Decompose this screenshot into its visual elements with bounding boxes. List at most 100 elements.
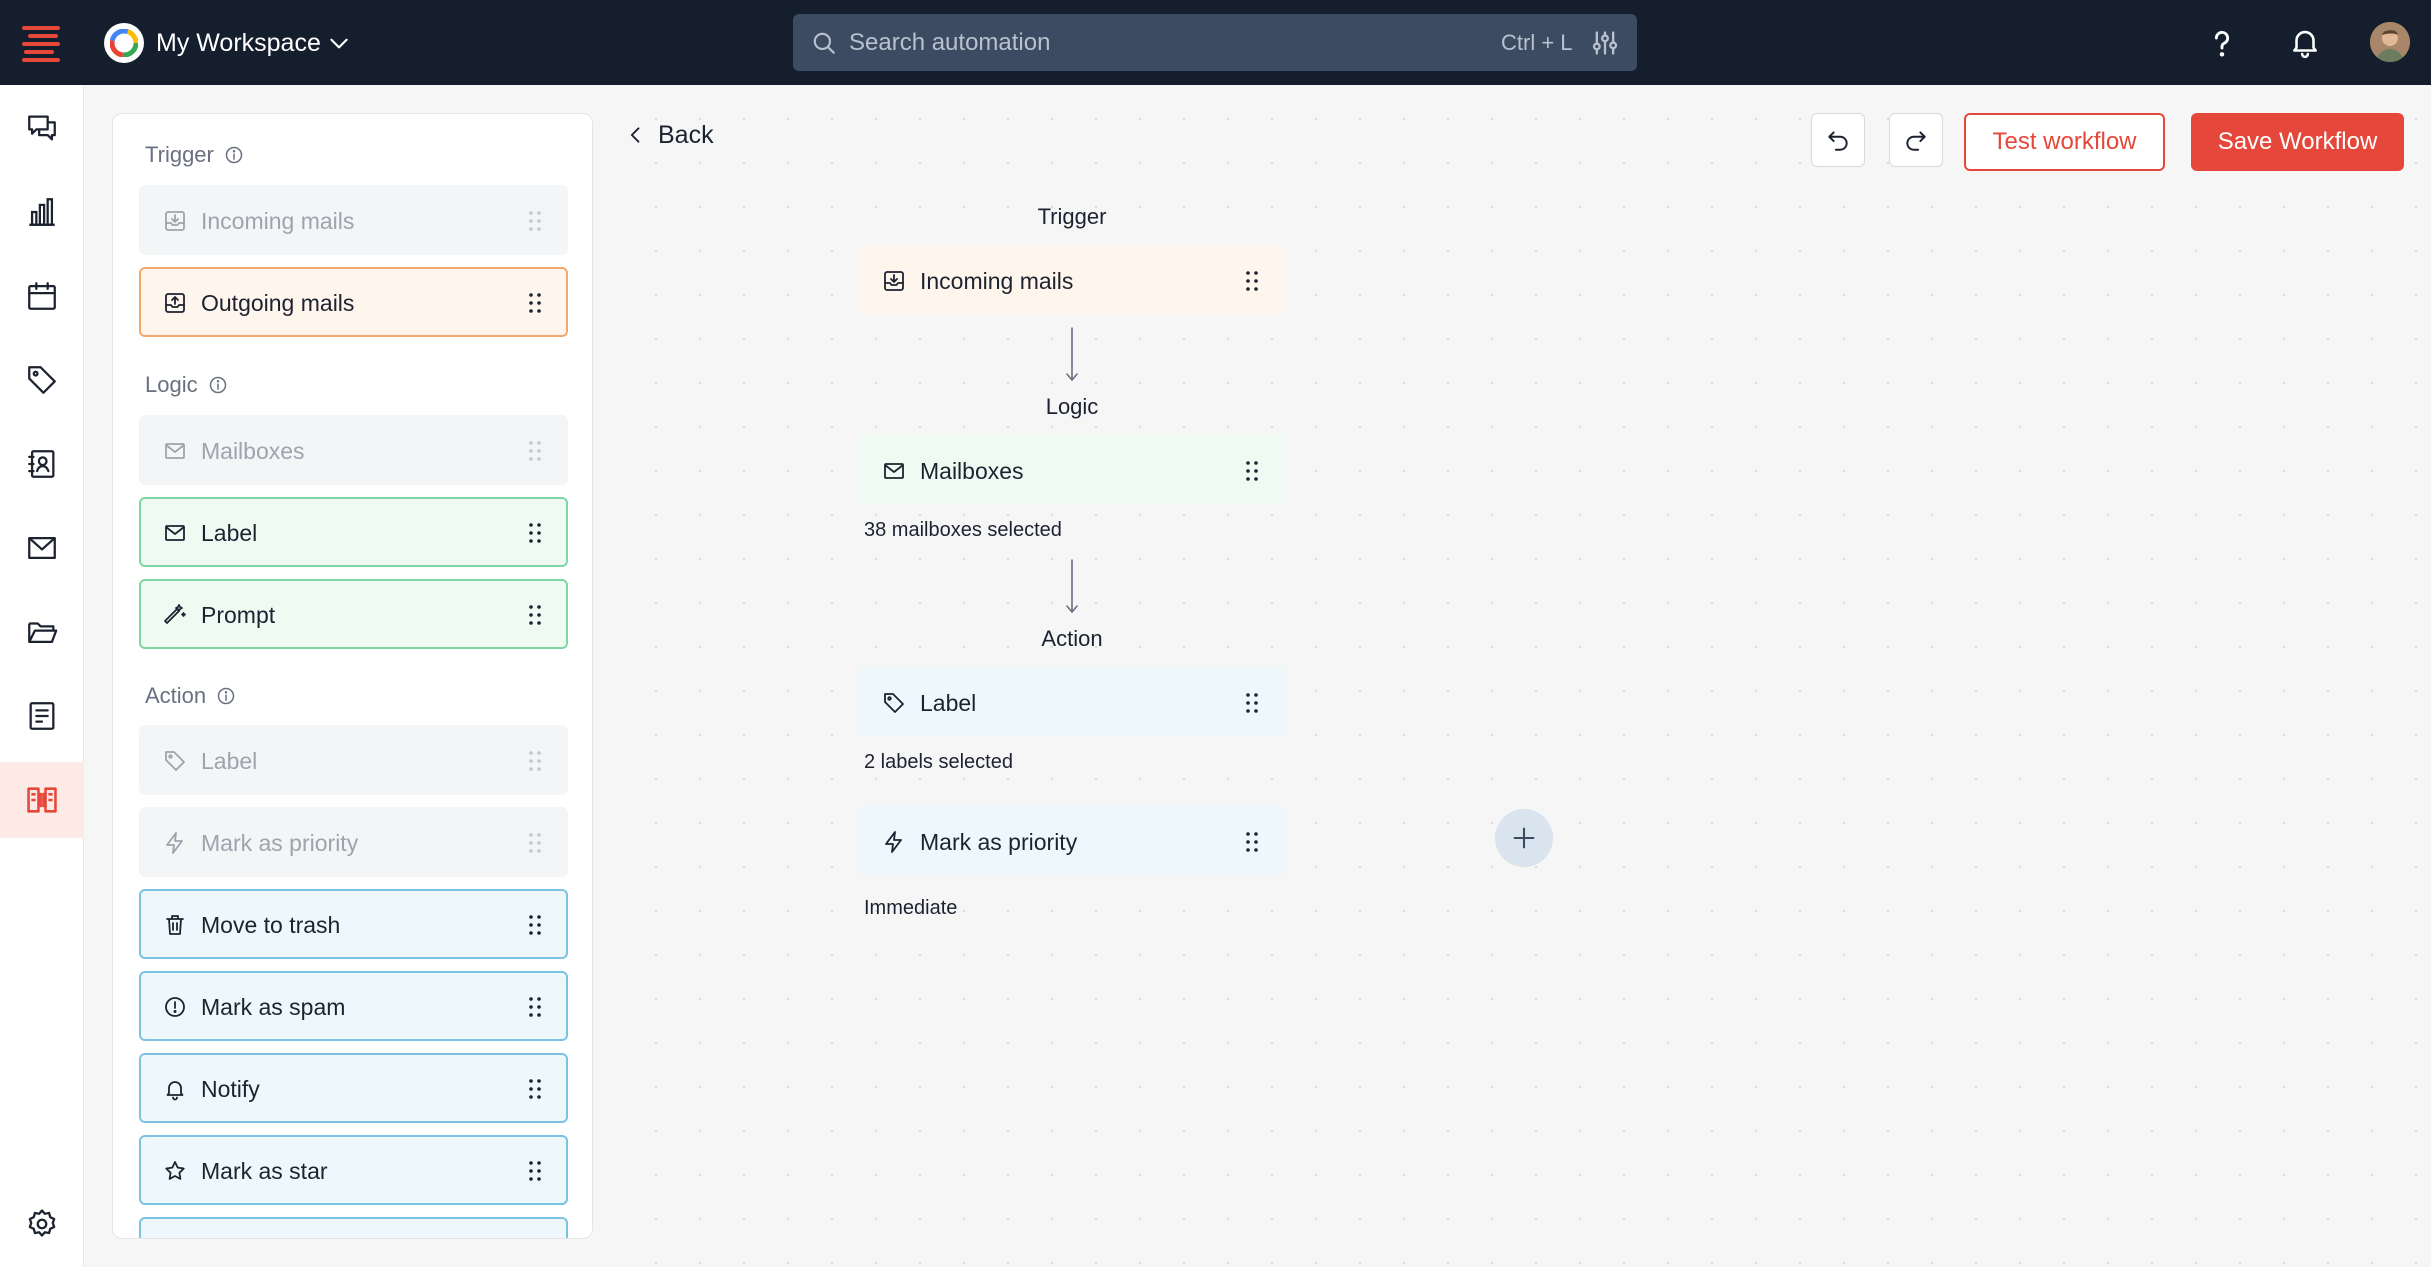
drag-handle-icon[interactable] [527, 521, 543, 545]
back-button[interactable]: Back [626, 118, 714, 152]
drag-handle-icon[interactable] [527, 603, 543, 627]
palette-item-label: Label [201, 748, 258, 774]
flow-node-mailboxes[interactable]: Mailboxes [858, 435, 1286, 505]
palette-item-partially-visible[interactable] [139, 1217, 568, 1238]
drag-handle-icon[interactable] [1244, 830, 1260, 854]
connector-arrow-icon [1066, 559, 1078, 614]
flow-trigger-heading: Trigger [1037, 204, 1107, 229]
rail-item-tags[interactable] [0, 342, 84, 418]
mail-icon [884, 463, 904, 479]
palette-item-mark-as-spam[interactable]: Mark as spam [139, 971, 568, 1041]
rail-item-settings[interactable] [0, 1186, 84, 1262]
rail-item-analytics[interactable] [0, 174, 84, 250]
palette-item-label: Mark as star [201, 1158, 328, 1184]
drag-handle-icon[interactable] [527, 291, 543, 315]
palette-item-label-logic[interactable]: Label [139, 497, 568, 567]
inbox-download-icon [884, 271, 904, 291]
user-avatar[interactable] [2370, 22, 2410, 62]
palette-item-notify[interactable]: Notify [139, 1053, 568, 1123]
inbox-download-icon [165, 211, 185, 231]
palette-item-label: Mark as spam [201, 994, 346, 1020]
flow-logic-heading: Logic [1045, 394, 1099, 419]
rail-item-files[interactable] [0, 594, 84, 670]
app-logo-icon[interactable] [18, 20, 64, 66]
search-input[interactable]: Search automation [849, 29, 1051, 56]
workspace-logo-icon [110, 29, 138, 57]
notifications-bell-icon[interactable] [2288, 24, 2322, 60]
rail-item-mail[interactable] [0, 510, 84, 586]
drag-handle-icon[interactable] [527, 1159, 543, 1183]
node-palette-panel: Trigger Incoming mails Outgoing mails Lo… [112, 113, 593, 1239]
workspace-name[interactable]: My Workspace [156, 29, 321, 57]
notes-icon [29, 702, 55, 730]
palette-item-label: Outgoing mails [201, 290, 355, 316]
flow-node-label: Label [920, 690, 977, 716]
flow-logic-note: 38 mailboxes selected [864, 519, 1062, 541]
chevron-left-icon [630, 127, 640, 143]
flow-node-label: Incoming mails [920, 268, 1074, 294]
palette-trigger-heading-text: Trigger [145, 142, 214, 167]
flow-node-label-action[interactable]: Label [858, 667, 1286, 737]
drag-handle-icon[interactable] [527, 995, 543, 1019]
palette-trigger-heading: Trigger [145, 140, 244, 170]
palette-item-prompt[interactable]: Prompt [139, 579, 568, 649]
drag-handle-icon [529, 833, 541, 853]
drag-handle-icon[interactable] [527, 913, 543, 937]
rail-item-conversations[interactable] [0, 90, 84, 166]
magic-wand-icon [164, 604, 186, 624]
palette-item-mailboxes: Mailboxes [139, 415, 568, 485]
palette-item-label: Label [201, 520, 258, 546]
lightning-bolt-icon [166, 832, 183, 854]
info-icon[interactable] [224, 145, 244, 165]
undo-button[interactable] [1811, 113, 1865, 167]
top-bar: My Workspace Search automation Ctrl + L [0, 0, 2431, 85]
palette-item-move-to-trash[interactable]: Move to trash [139, 889, 568, 959]
drag-handle-icon[interactable] [1244, 269, 1260, 293]
palette-item-label: Notify [201, 1076, 260, 1102]
mail-icon [165, 443, 185, 459]
palette-item-incoming-mails: Incoming mails [139, 185, 568, 255]
drag-handle-icon [529, 441, 541, 461]
palette-item-mark-as-star[interactable]: Mark as star [139, 1135, 568, 1205]
mail-icon [28, 536, 56, 560]
rail-item-automation[interactable] [0, 762, 84, 838]
save-workflow-button[interactable]: Save Workflow [2191, 113, 2404, 171]
palette-item-label: Incoming mails [201, 208, 355, 234]
palette-item-label: Move to trash [201, 912, 341, 938]
chevron-down-icon[interactable] [326, 30, 352, 56]
drag-handle-icon[interactable] [1244, 691, 1260, 715]
workspace-avatar[interactable] [104, 23, 144, 63]
contacts-icon [28, 450, 55, 478]
tag-icon [165, 751, 185, 771]
chat-icon [28, 115, 56, 141]
back-label: Back [658, 121, 714, 149]
flow-node-mark-as-priority[interactable]: Mark as priority [858, 806, 1286, 876]
palette-action-heading: Action [145, 681, 236, 711]
help-icon[interactable] [2205, 26, 2239, 60]
search-icon [813, 32, 835, 54]
test-workflow-button[interactable]: Test workflow [1964, 113, 2165, 171]
flow-action-heading: Action [1041, 626, 1103, 651]
palette-item-mark-as-priority: Mark as priority [139, 807, 568, 877]
info-icon[interactable] [208, 375, 228, 395]
add-node-button[interactable] [1495, 809, 1553, 867]
flow-node-incoming-mails[interactable]: Incoming mails [858, 245, 1286, 315]
mail-icon [165, 525, 185, 541]
rail-item-notes[interactable] [0, 678, 84, 754]
drag-handle-icon[interactable] [1244, 459, 1260, 483]
flow-node-label: Mark as priority [920, 829, 1078, 855]
drag-handle-icon [529, 751, 541, 771]
palette-item-outgoing-mails[interactable]: Outgoing mails [139, 267, 568, 337]
filter-sliders-icon[interactable] [1591, 29, 1619, 57]
info-icon[interactable] [216, 686, 236, 706]
tag-icon [28, 366, 56, 394]
search-bar[interactable]: Search automation Ctrl + L [793, 14, 1637, 71]
drag-handle-icon[interactable] [527, 1077, 543, 1101]
plus-icon [1513, 827, 1535, 849]
calendar-icon [28, 282, 56, 310]
rail-item-contacts[interactable] [0, 426, 84, 502]
redo-button[interactable] [1889, 113, 1943, 167]
palette-item-label: Prompt [201, 602, 276, 628]
palette-logic-heading: Logic [145, 370, 228, 400]
rail-item-calendar[interactable] [0, 258, 84, 334]
